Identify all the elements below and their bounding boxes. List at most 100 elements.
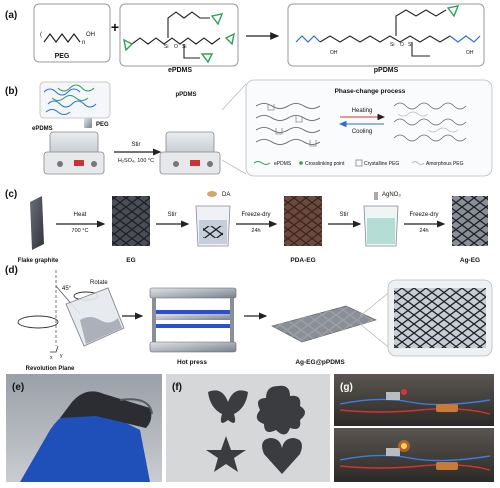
- legend-epdms-swatch: [253, 161, 271, 165]
- peg-n: n: [82, 40, 85, 46]
- sample-top: [436, 404, 458, 412]
- panel-a-label: (a): [5, 10, 17, 21]
- legend-amorphous-swatch: [411, 161, 425, 165]
- star-shape: [206, 436, 246, 472]
- zoom-rays: [221, 83, 247, 175]
- agno3-label: AgNO₃: [382, 192, 401, 198]
- c-heat-label: Heat: [74, 212, 87, 218]
- network-right: [393, 102, 467, 142]
- b-peg-label: PEG: [96, 122, 109, 128]
- phase-change-box: [245, 79, 493, 177]
- amorphous-strands: [397, 111, 459, 133]
- ag-eg-mesh: [452, 196, 488, 246]
- photo-g-top: [334, 374, 494, 426]
- ppdms-si-1: Si: [390, 42, 394, 48]
- product-label: Ag-EG@pPDMS: [295, 359, 345, 366]
- ppdms-oh-left: OH: [330, 50, 338, 56]
- wire-red-bottom: [339, 463, 491, 471]
- butterfly-shape: [208, 390, 248, 423]
- eg-mesh: [112, 196, 150, 246]
- panel-d-label: (d): [5, 265, 18, 276]
- phase-change-title: Phase-change process: [335, 88, 406, 95]
- c-temp-label: 700 °C: [72, 228, 89, 234]
- c-stir-2-label: Stir: [340, 212, 349, 218]
- epoxide-left-icon: [123, 38, 134, 52]
- legend-crystalline: Crystalline PEG: [364, 161, 399, 167]
- pda-eg-label: PDA-EG: [290, 257, 315, 264]
- ppdms-backbone: [319, 35, 451, 43]
- b-ppdms-label: pPDMS: [176, 92, 197, 98]
- ag-eg-label: Ag-EG: [460, 257, 480, 264]
- c-freeze-1-label: Freeze-dry: [241, 212, 270, 218]
- panel-g: (g): [334, 374, 494, 482]
- ppdms-oh-right: OH: [466, 50, 474, 56]
- heart-shape: [262, 438, 302, 474]
- panel-a: (a) ( n OH PEG + Si O Si ePDMS OH OH: [5, 3, 485, 74]
- pda-eg-mesh: [284, 196, 322, 246]
- led-on-icon: [401, 443, 407, 449]
- network-left: [255, 103, 321, 145]
- hotplate-2: [159, 131, 221, 175]
- panel-b: (b) ePDMS PEG Stir H₂SO₄, 100 °C pPDMS: [5, 79, 493, 177]
- b-condition-label: H₂SO₄, 100 °C: [118, 158, 154, 164]
- epdms-side-chain-bottom: [183, 44, 200, 59]
- sample-bottom: [436, 462, 458, 470]
- ppdms-si-2: Si: [408, 42, 412, 48]
- flower-shape: [256, 385, 305, 435]
- panel-f: (f): [166, 374, 330, 482]
- cup-contents: [80, 317, 122, 344]
- axes-icon: [50, 345, 59, 353]
- panel-d: (d) 45° Rotate x y Revolution Plane Hot …: [5, 265, 493, 372]
- hotplate-1: [43, 131, 105, 175]
- dropper-icon: [374, 192, 378, 200]
- legend-crystalline-swatch: [355, 159, 363, 167]
- c-freeze-2-label: Freeze-dry: [409, 212, 438, 218]
- b-epdms-label: ePDMS: [32, 126, 53, 132]
- zoom-structure-mesh: [394, 288, 486, 348]
- panel-g-label: (g): [340, 382, 353, 393]
- ppdms-box: [287, 3, 485, 67]
- eg-label: EG: [126, 257, 135, 264]
- rotate-label: Rotate: [90, 280, 108, 286]
- peg-chain: [43, 33, 81, 43]
- c-time-1-label: 24h: [251, 228, 260, 234]
- peg-label: PEG: [55, 53, 70, 60]
- peg-box: [33, 3, 111, 63]
- wire-blue-top: [339, 398, 491, 406]
- ppdms-o: O: [400, 42, 404, 48]
- beaker-2-liquid: [367, 218, 395, 244]
- epoxide-top-icon: [210, 13, 224, 26]
- revolution-label: Revolution Plane: [26, 366, 75, 372]
- blue-glove: [20, 407, 150, 482]
- ppdms-epoxide-icon: [446, 5, 460, 18]
- d-zoom-rays: [359, 289, 393, 351]
- ppdms-label: pPDMS: [374, 67, 399, 74]
- legend-amorphous: Amorphous PEG: [426, 161, 464, 167]
- da-label: DA: [222, 192, 230, 198]
- flake-graphite: [30, 196, 44, 250]
- revolution-ring: [17, 315, 59, 329]
- phase-legend: ePDMS Crosslinking point Crystalline PEG…: [253, 159, 464, 167]
- panel-f-label: (f): [172, 382, 182, 393]
- epdms-o-1: O: [174, 44, 178, 50]
- ppdms-peg-left: [295, 35, 321, 43]
- legend-epdms: ePDMS: [274, 161, 292, 167]
- hot-press-label: Hot press: [177, 359, 207, 366]
- molecule-cloud: [39, 81, 111, 119]
- peg-oh: OH: [86, 32, 95, 38]
- ppdms-peg-right: [449, 35, 481, 43]
- peg-bottle-icon: [84, 118, 92, 128]
- panel-c: (c) Flake graphite Heat 700 °C EG Stir D…: [5, 189, 488, 264]
- led-holder-bottom: [386, 448, 400, 456]
- c-time-2-label: 24h: [419, 228, 428, 234]
- flake-graphite-label: Flake graphite: [18, 258, 59, 264]
- epdms-si-2: Si: [182, 44, 186, 50]
- c-stir-1-label: Stir: [168, 212, 177, 218]
- panel-e-label: (e): [12, 382, 24, 393]
- composite-sheet-mesh: [272, 306, 376, 342]
- heating-label: Heating: [352, 108, 373, 114]
- plus-sign: +: [111, 19, 119, 35]
- legend-crosslink-swatch: [299, 161, 303, 165]
